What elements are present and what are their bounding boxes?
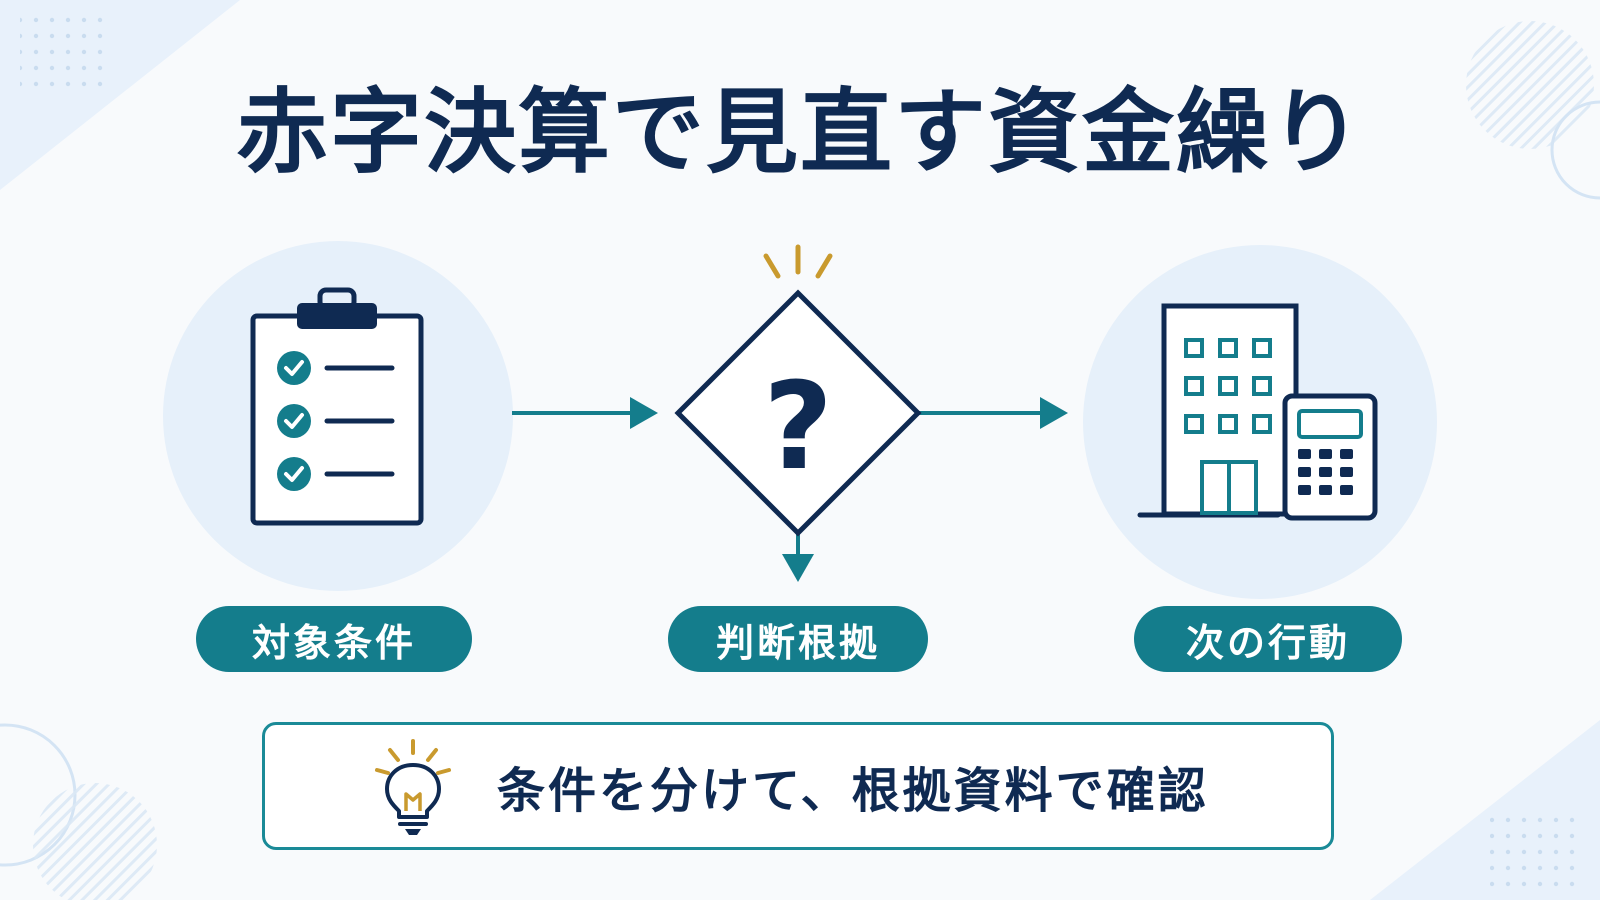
ring-top-right [1550,100,1600,200]
building-calculator-icon [1137,303,1378,521]
step-1-icon-group [163,241,513,591]
step-3-label: 次の行動 [1134,606,1402,672]
page-title: 赤字決算で見直す資金繰り [235,79,1364,186]
spark-lines-icon [763,244,833,279]
question-mark-icon: ? [763,358,833,497]
dot-grid-top-left [20,14,110,88]
step-1-label: 対象条件 [196,606,472,672]
note-text: 条件を分けて、根拠資料で確認 [497,763,1209,819]
step-2-label: 判断根拠 [668,606,928,672]
decision-diamond-question-icon: ? [674,244,922,537]
hatched-circle-bottom-left [33,783,157,900]
step-3-icon-group [1083,245,1437,599]
lightbulb-icon [375,739,451,835]
note-box: 条件を分けて、根拠資料で確認 [262,722,1334,850]
dot-grid-bottom-right [1490,812,1582,896]
hatched-circle-top-right [1466,21,1594,149]
clipboard-checklist-icon [250,287,424,526]
